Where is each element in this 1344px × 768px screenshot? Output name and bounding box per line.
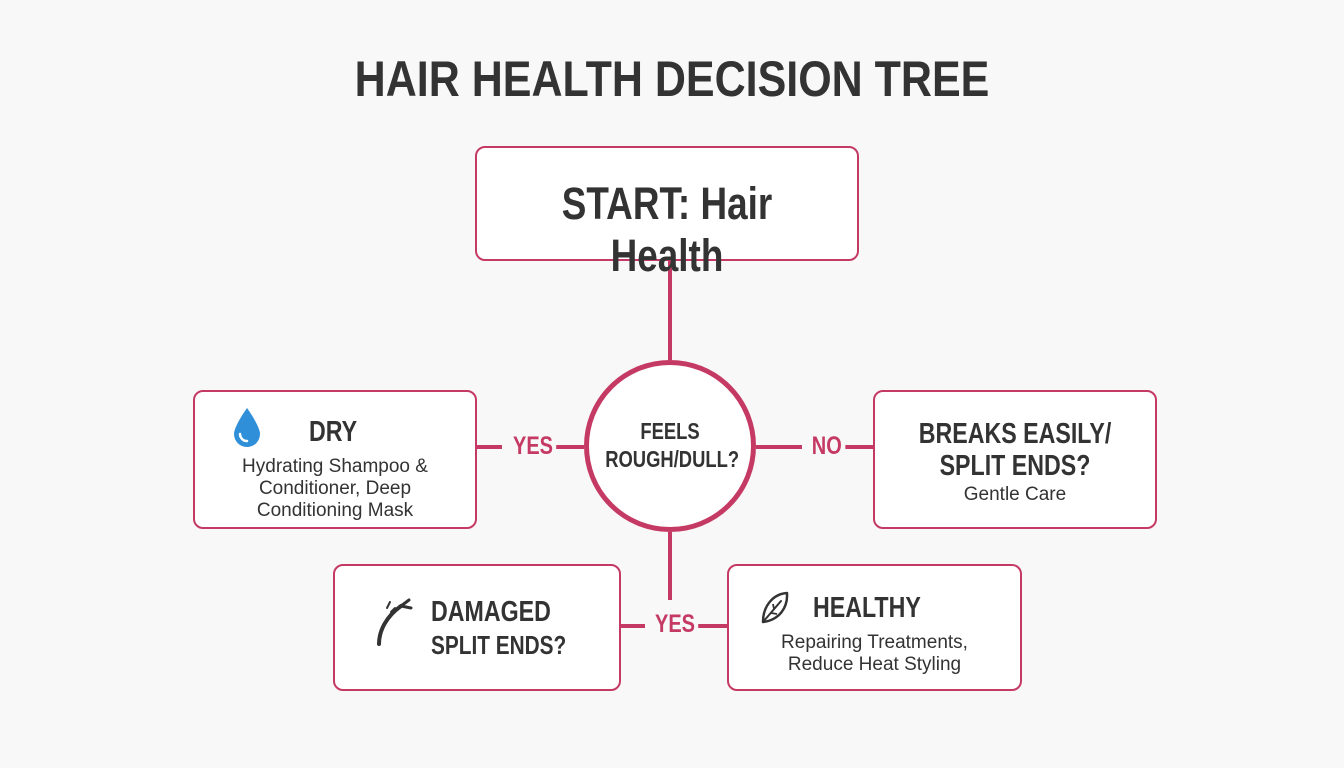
damaged-node: DAMAGED SPLIT ENDS? [333, 564, 621, 691]
damaged-heading-line-1: DAMAGED [431, 596, 551, 628]
dry-node: DRY Hydrating Shampoo & Conditioner, Dee… [193, 390, 477, 529]
edge-label-no: NO [808, 432, 845, 461]
breaks-heading-line-2: SPLIT ENDS? [939, 450, 1091, 482]
dry-line-1: Hydrating Shampoo & [242, 456, 428, 477]
start-node: START: Hair Health [475, 146, 859, 281]
split-hair-icon [377, 598, 413, 646]
dry-heading: DRY [309, 416, 358, 448]
question-line-1: FEELS [640, 418, 700, 444]
leaf-icon [761, 591, 789, 624]
healthy-heading: HEALTHY [813, 592, 921, 624]
dry-line-2: Conditioner, Deep [258, 478, 412, 499]
breaks-node: BREAKS EASILY/ SPLIT ENDS? Gentle Care [873, 390, 1157, 529]
breaks-heading-line-1: BREAKS EASILY/ [918, 418, 1112, 450]
edge-label-yes-left: YES [509, 432, 557, 461]
healthy-node: HEALTHY Repairing Treatments, Reduce Hea… [727, 564, 1022, 691]
edge-label-yes-bottom: YES [651, 610, 699, 639]
dry-line-3: Conditioning Mask [256, 500, 414, 521]
question-line-2: ROUGH/DULL? [605, 446, 740, 472]
start-label: START: Hair Health [561, 178, 773, 281]
healthy-line-1: Repairing Treatments, [781, 632, 968, 653]
damaged-heading-line-2: SPLIT ENDS? [431, 630, 567, 660]
healthy-line-2: Reduce Heat Styling [787, 654, 962, 675]
water-drop-icon [234, 408, 260, 447]
breaks-line-1: Gentle Care [963, 484, 1067, 505]
question-text: FEELS ROUGH/DULL? [605, 417, 740, 473]
page-title: HAIR HEALTH DECISION TREE [354, 51, 990, 107]
question-node: FEELS ROUGH/DULL? [584, 360, 756, 532]
